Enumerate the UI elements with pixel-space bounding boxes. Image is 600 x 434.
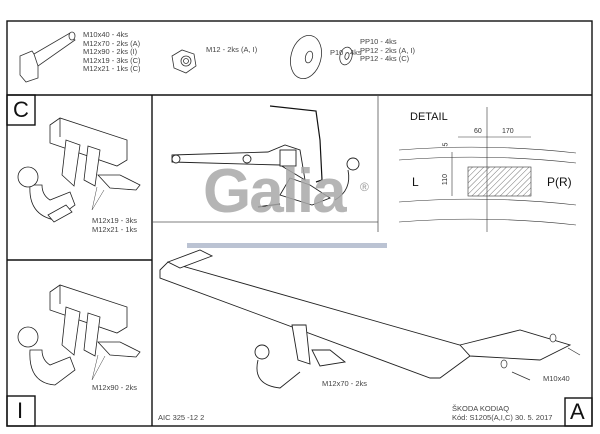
dim-60: 60 — [474, 128, 482, 135]
bolt-item: M12x21 - 1ks (C) — [83, 64, 141, 74]
panel-c-letter: C — [13, 97, 29, 122]
kod-date: Kód: S1205(A,I,C) 30. 5. 2017 — [452, 413, 553, 422]
registered-mark: ® — [360, 180, 369, 194]
bolt-icon — [19, 31, 76, 83]
bolt-list: M10x40 - 4ks M12x70 - 2ks (A) M12x90 - 2… — [83, 30, 141, 74]
bolt-item: M12x70 - 2ks (A) — [83, 38, 141, 48]
panel-i-letter: I — [17, 398, 24, 423]
detail-drawing — [398, 107, 577, 232]
nut-icon — [171, 49, 197, 74]
bolt-item: M10x40 - 4ks — [83, 30, 129, 39]
panel-a-m10-label: M10x40 — [543, 374, 570, 383]
large-washer-icon — [290, 34, 322, 80]
washer-item: PP12 - 2ks (A, I) — [360, 45, 416, 55]
dim-5: 5 — [442, 142, 450, 147]
mount-drawing — [171, 144, 360, 206]
bolt-item: M12x19 - 3ks (C) — [83, 55, 141, 65]
panel-i-label: M12x90 - 2ks — [92, 383, 138, 392]
drawing-code: AIC 325 -12 2 — [158, 413, 205, 422]
hitch-i-drawing — [17, 284, 141, 386]
vehicle-model: ŠKODA KODIAQ — [452, 404, 510, 413]
bolt-item: M12x90 - 2ks (I) — [83, 47, 138, 57]
hitch-c-drawing — [17, 117, 141, 223]
washer-item: PP10 - 4ks — [360, 37, 397, 46]
detail-title: DETAIL — [410, 111, 448, 123]
dim-110: 110 — [442, 173, 450, 186]
detail-left-label: L — [412, 175, 419, 189]
dim-170: 170 — [502, 128, 514, 135]
small-washer-list: PP10 - 4ks PP12 - 2ks (A, I) PP12 - 4ks … — [360, 37, 416, 64]
small-washer-icon — [339, 46, 353, 66]
logo-underline — [187, 243, 387, 248]
nut-label: M12 - 2ks (A, I) — [206, 45, 258, 54]
bolt-label: M12x21 - 1ks — [92, 224, 138, 234]
panel-c-labels: M12x19 - 3ks M12x21 - 1ks — [92, 216, 138, 234]
washer-item: PP12 - 4ks (C) — [360, 54, 410, 64]
panel-a-bolt-label: M12x70 - 2ks — [322, 379, 368, 388]
panel-a-letter: A — [570, 399, 585, 424]
galia-logo: Galia — [203, 157, 347, 226]
towbar-beam-drawing — [159, 249, 572, 389]
bolt-label: M12x19 - 3ks — [92, 216, 138, 225]
large-washer-label: P10 - 4ks — [330, 48, 362, 57]
detail-right-label: P(R) — [547, 175, 572, 189]
